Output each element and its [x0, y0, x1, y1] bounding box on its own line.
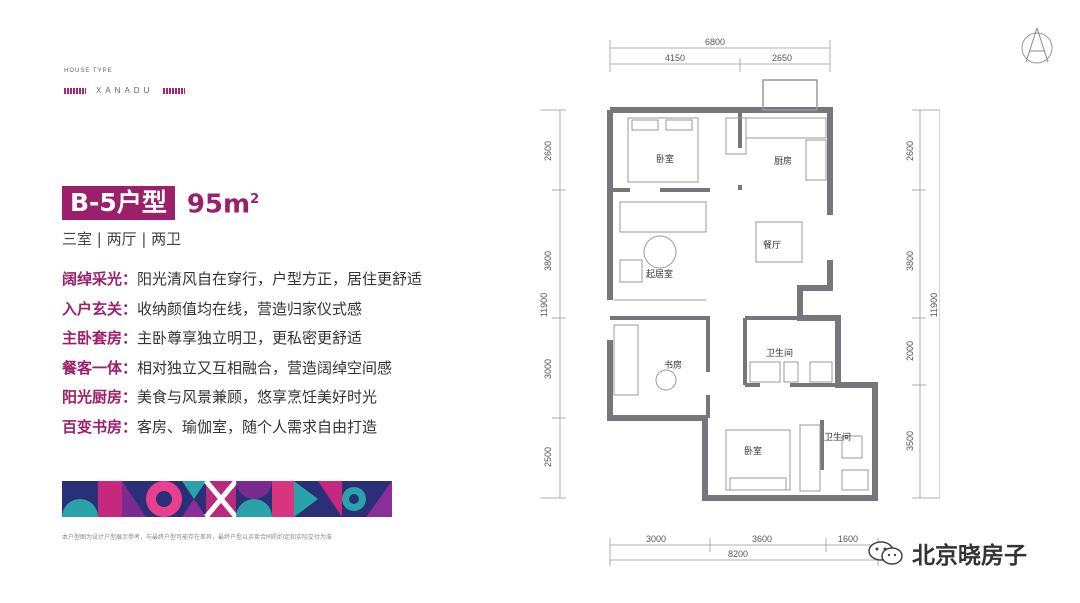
unit-area-sup: 2 — [250, 192, 260, 207]
dim-left-d: 2500 — [543, 446, 554, 468]
dim-right-total: 11900 — [929, 292, 940, 318]
walls — [607, 107, 878, 501]
dim-left-c: 3000 — [543, 358, 554, 380]
room-label-bedroom-master: 卧室 — [744, 447, 763, 457]
brand-row: XANADU — [64, 86, 186, 95]
dim-right-a: 2600 — [905, 140, 916, 162]
dim-left-b: 3800 — [543, 250, 554, 272]
dim-bottom-b: 3600 — [752, 534, 773, 544]
feature-value: 收纳颜值均在线，营造归家仪式感 — [137, 299, 363, 318]
wechat-icon — [868, 541, 903, 565]
brand-bar-right — [163, 87, 186, 94]
brand-bar-left — [64, 87, 86, 94]
dim-bottom-total: 8200 — [728, 549, 749, 559]
disclaimer-footnote: 本户型图为设计户型展示参考，与最终户型可能存在差异，最终户型以买卖合同的约定和实… — [62, 534, 333, 541]
interior-walls — [610, 113, 838, 470]
feature-key: 餐客一体： — [62, 358, 138, 377]
feature-item: 阔绰采光：阳光清风自在穿行，户型方正，居住更舒适 — [62, 268, 422, 298]
feature-value: 客房、瑜伽室，随个人需求自由打造 — [137, 417, 378, 436]
dim-left-a: 2600 — [543, 140, 554, 162]
unit-title: B-5户型 95m2 — [62, 185, 259, 220]
floor-plan — [540, 40, 940, 566]
unit-area-value: 95m — [186, 189, 251, 220]
unit-area: 95m2 — [187, 185, 259, 220]
feature-value: 相对独立又互相融合，营造阔绰空间感 — [137, 358, 393, 377]
watermark-text: 北京晓房子 — [912, 543, 1027, 569]
unit-layout-summary: 三室 | 两厅 | 两卫 — [62, 230, 182, 248]
feature-value: 阳光清风自在穿行，户型方正，居住更舒适 — [137, 270, 423, 288]
feature-key: 主卧套房： — [62, 329, 138, 347]
feature-key: 百变书房： — [62, 417, 138, 436]
room-label-bedroom: 卧室 — [656, 155, 675, 165]
room-label-dining: 餐厅 — [763, 241, 782, 251]
dim-right-d: 3500 — [905, 430, 916, 452]
feature-value: 美食与风景兼顾，悠享烹饪美好时光 — [137, 388, 378, 406]
feature-key: 阳光厨房： — [62, 388, 138, 406]
feature-item: 主卧套房：主卧尊享独立明卫，更私密更舒适 — [62, 327, 422, 357]
dim-right-b: 3800 — [905, 250, 916, 272]
brand-name: XANADU — [96, 86, 154, 95]
room-label-bathroom-master: 卫生间 — [824, 433, 852, 443]
dim-bottom-c: 1600 — [838, 534, 859, 544]
unit-type-label: B-5户型 — [62, 185, 175, 220]
balcony — [762, 79, 818, 111]
dim-right-c: 2000 — [905, 340, 916, 362]
feature-item: 餐客一体：相对独立又互相融合，营造阔绰空间感 — [62, 357, 422, 387]
feature-item: 阳光厨房：美食与风景兼顾，悠享烹饪美好时光 — [62, 386, 422, 416]
watermark: 北京晓房子 — [868, 536, 1027, 570]
feature-value: 主卧尊享独立明卫，更私密更舒适 — [137, 329, 363, 347]
dim-top-b: 2650 — [772, 53, 793, 63]
room-label-living: 起居室 — [646, 270, 674, 280]
dim-bottom-a: 3000 — [646, 534, 667, 544]
dim-top-a: 4150 — [665, 53, 686, 63]
north-arrow-icon — [1021, 27, 1053, 64]
room-label-study: 书房 — [664, 361, 683, 371]
dim-left-total: 11900 — [539, 292, 550, 318]
feature-key: 阔绰采光： — [62, 270, 138, 288]
feature-list: 阔绰采光：阳光清风自在穿行，户型方正，居住更舒适 入户玄关：收纳颜值均在线，营造… — [62, 268, 422, 445]
furniture — [613, 117, 869, 492]
room-label-kitchen: 厨房 — [774, 157, 793, 167]
room-label-bathroom: 卫生间 — [766, 349, 794, 359]
feature-item: 百变书房：客房、瑜伽室，随个人需求自由打造 — [62, 416, 422, 446]
house-type-label: HOUSE TYPE — [64, 68, 113, 74]
feature-item: 入户玄关：收纳颜值均在线，营造归家仪式感 — [62, 298, 422, 328]
feature-key: 入户玄关： — [62, 299, 138, 318]
decorative-pattern-strip — [62, 481, 392, 517]
dim-top-total: 6800 — [705, 37, 726, 47]
dimension-lines — [540, 40, 940, 566]
